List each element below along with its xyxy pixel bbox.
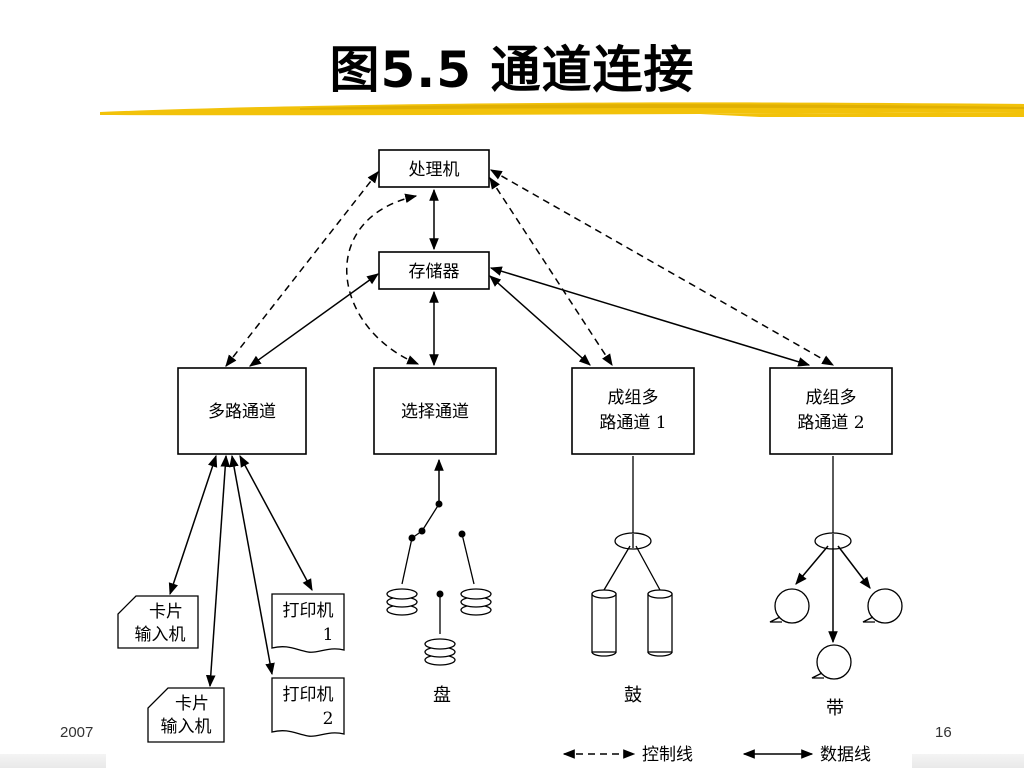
line-mux-printer-2 [229,454,275,676]
block-mux-channel-1-box [571,367,695,455]
data-line-memory-block-mux-1 [489,275,591,366]
card-reader-2-label-2: 输入机 [161,717,212,737]
footer-date: 2007 [60,724,94,741]
data-line-memory-block-mux-2 [489,266,811,367]
printer-2-number: 2 [323,709,334,729]
block-mux-channel-2-label-1: 成组多 [806,388,857,408]
control-line-processor-block-mux-2 [489,169,835,366]
data-line-memory-multiplexer [249,273,379,367]
control-line-processor-multiplexer [225,171,379,367]
processor-label: 处理机 [409,160,460,180]
drum-left-icon [591,589,617,657]
selector-switch-tree [401,458,475,634]
block-mux-channel-2-label-2: 路通道 2 [797,413,864,433]
disk-left-icon [386,588,418,616]
page-number: 16 [935,724,952,741]
slide-title: 图5.5 通道连接 [329,41,695,99]
selector-channel-box [373,367,497,455]
drum-right-icon [647,589,673,657]
legend-control-line-label: 控制线 [642,745,693,765]
card-reader-2-shape [147,687,225,743]
control-line-processor-block-mux-1 [489,176,613,367]
printer-1-shape [271,593,345,653]
memory-label: 存储器 [409,262,460,282]
line-mux-printer-1 [239,454,313,592]
printer-2-label: 打印机 [283,685,334,705]
line-mux-card-reader-1 [168,454,218,596]
selector-channel-label: 选择通道 [401,402,469,422]
channel-connection-diagram: 处理机 存储器 多路通道 选择通道 成组多 路通道 1 成组多 路通道 2 卡片… [106,138,912,768]
block-mux-channel-2-box [769,367,893,455]
tape-label: 带 [826,698,844,719]
drum-label: 鼓 [624,685,642,706]
block-mux-1-to-drum-right [635,545,661,591]
line-mux-card-reader-2 [205,454,231,688]
memory-box [378,251,490,290]
block-mux-2-to-tape-left [795,545,829,585]
printer-1-label: 打印机 [283,601,334,621]
tape-bottom-icon [811,644,852,680]
block-mux-channel-1-label-2: 路通道 1 [599,413,666,433]
disk-right-icon [460,588,492,616]
block-mux-channel-1-label-1: 成组多 [608,388,659,408]
printer-2-shape [271,677,345,737]
card-reader-1-label-2: 输入机 [135,625,186,645]
control-line-processor-selector [346,193,420,365]
multiplexer-channel-label: 多路通道 [208,402,276,422]
card-reader-2-label-1: 卡片 [175,694,209,714]
title-underline [100,102,1024,117]
block-mux-1-to-drum-left [603,545,631,591]
legend-data-line-label: 数据线 [820,745,871,765]
processor-box [378,149,490,188]
printer-1-number: 1 [323,625,334,645]
card-reader-1-shape [117,595,199,649]
multiplexer-channel-box [177,367,307,455]
tape-left-icon [769,588,810,624]
card-reader-1-label-1: 卡片 [149,602,183,622]
disk-label: 盘 [433,685,451,706]
tape-right-icon [862,588,903,624]
disk-bottom-icon [424,638,456,666]
block-mux-2-to-tape-right [837,545,871,589]
